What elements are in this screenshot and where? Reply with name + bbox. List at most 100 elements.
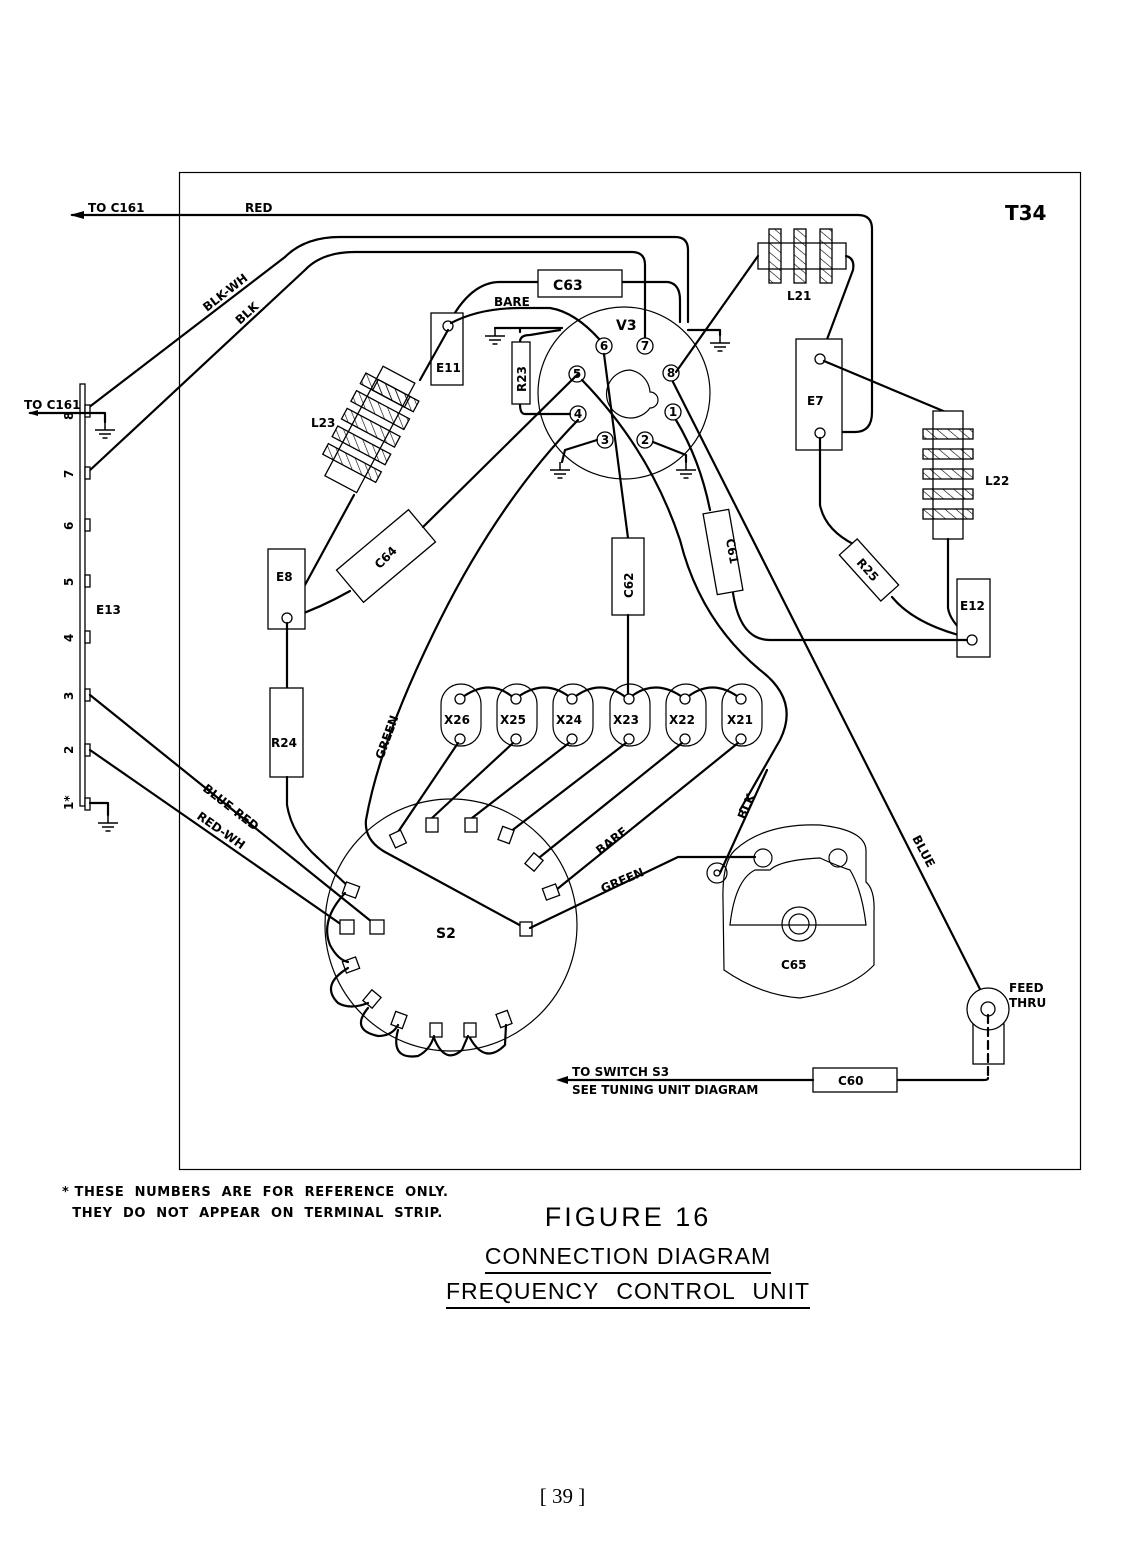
blue-red-wire: BLUE-RED: [88, 693, 374, 924]
figure-subtitle: FREQUENCY CONTROL UNIT: [440, 1278, 816, 1309]
diagram-label: S2: [436, 926, 456, 942]
v3-tube-socket: V3 1 2 3 4 5 6 7 8: [484, 306, 731, 480]
diagram-label: X24: [556, 713, 582, 727]
bare-wire-top: BARE: [449, 295, 602, 342]
footnote-line-1: * THESE NUMBERS ARE FOR REFERENCE ONLY.: [62, 1185, 449, 1200]
terminal-strip-e13: 1* 2 3 4 5 6 7 8 E13 TO C161: [24, 383, 121, 832]
diagram-label: C65: [781, 958, 807, 972]
diagram-label: X23: [613, 713, 639, 727]
diagram-label: 8: [667, 366, 675, 380]
pin5-wire: [580, 378, 788, 812]
diagram-label: 5: [62, 578, 76, 586]
footnote: * THESE NUMBERS ARE FOR REFERENCE ONLY. …: [62, 1182, 449, 1224]
arrow-left-icon: [556, 1076, 568, 1084]
ground-icon: [675, 461, 697, 479]
arrow-left-icon: [70, 211, 84, 219]
diagram-label: X26: [444, 713, 470, 727]
diagram-label: L21: [787, 289, 811, 303]
to-switch-label: TO SWITCH S3: [572, 1065, 669, 1079]
crystal-x25: X25: [496, 683, 538, 747]
diagram-label: 2: [62, 746, 76, 754]
diagram-label: E7: [807, 394, 824, 408]
figure-title: CONNECTION DIAGRAM: [440, 1243, 816, 1274]
figure-title-text: CONNECTION DIAGRAM: [484, 1243, 772, 1274]
l21-coil: L21: [674, 228, 855, 374]
e13-label: E13: [96, 603, 121, 617]
diagram-label: 3: [62, 692, 76, 700]
diagram-label: BARE: [593, 824, 630, 857]
diagram-label: X21: [727, 713, 753, 727]
ground-icon: [97, 814, 119, 832]
r23-resistor: R23: [511, 328, 562, 405]
diagram-label: THRU: [1009, 996, 1046, 1010]
diagram-label: E11: [436, 361, 461, 375]
diagram-label: BARE: [494, 295, 530, 309]
figure-number: FIGURE 16: [544, 1202, 712, 1232]
to-c161-left-label: TO C161: [24, 398, 80, 412]
page-number: [ 39 ]: [539, 1484, 586, 1508]
red-wh-wire: RED-WH: [88, 748, 344, 927]
chassis-frame: [178, 171, 1082, 1171]
diagram-label: FEED: [1009, 981, 1044, 995]
diagram-label: 4: [574, 407, 582, 421]
diagram-label: R23: [515, 366, 529, 392]
arrow-left-icon: [28, 410, 38, 416]
bare-wire-right: BARE: [593, 824, 630, 857]
e11-terminal: E11: [430, 312, 464, 386]
ground-icon: [94, 421, 116, 439]
c60-capacitor: C60 TO SWITCH S3 SEE TUNING UNIT DIAGRAM: [556, 1065, 990, 1097]
c62-capacitor: C62: [602, 352, 645, 700]
c65-variable-capacitor: C65: [706, 824, 875, 999]
diagram-label: GREEN: [373, 713, 402, 761]
diagram-label: 7: [62, 470, 76, 478]
diagram-label: 2: [641, 433, 649, 447]
see-tuning-label: SEE TUNING UNIT DIAGRAM: [572, 1083, 758, 1097]
crystal-x21: X21: [721, 683, 763, 747]
crystal-x26: X26: [440, 683, 482, 747]
e12-terminal: E12: [956, 578, 991, 658]
diagram-label: E12: [960, 599, 985, 613]
diagram-label: 8: [62, 412, 76, 420]
diagram-label: X25: [500, 713, 526, 727]
crystal-row: X26 X25 X24 X23 X22 X21: [396, 683, 763, 892]
diagram-label: C60: [838, 1074, 864, 1088]
to-c161-top-label: TO C161: [88, 201, 144, 215]
r24-resistor: R24: [269, 687, 352, 890]
diagram-label: L23: [311, 416, 335, 430]
diagram-label: R24: [271, 736, 297, 750]
diagram-label: 6: [62, 522, 76, 530]
tube-pins: 1 2 3 4 5 6 7 8: [568, 337, 682, 449]
diagram-label: 1*: [62, 795, 76, 810]
diagram-label: C63: [553, 278, 583, 294]
ground-icon: [484, 327, 506, 345]
diagram-label: 1: [669, 405, 677, 419]
l23-coil: L23: [285, 328, 450, 620]
r25-resistor: R25: [838, 538, 972, 640]
e7-terminal: E7: [795, 338, 950, 547]
red-wire: TO C161 RED: [70, 201, 874, 434]
diagram-label: L22: [985, 474, 1009, 488]
ground-icon: [549, 461, 571, 479]
crystal-x22: X22: [665, 683, 707, 747]
crystal-x24: X24: [552, 683, 594, 747]
diagram-label: V3: [616, 318, 637, 334]
diagram-label: C62: [622, 572, 636, 598]
l22-coil: L22: [922, 410, 1009, 640]
diagram-label: C61: [723, 537, 741, 565]
s2-switch: S2: [324, 798, 578, 1058]
e8-terminal: E8: [267, 548, 306, 690]
diagram-label: BLUE: [909, 833, 937, 870]
red-wire-label: RED: [245, 201, 272, 215]
diagram-label: X22: [669, 713, 695, 727]
diagram-label: 6: [600, 339, 608, 353]
crystal-x23: X23: [609, 683, 651, 747]
c64-capacitor: C64: [288, 372, 580, 620]
ground-icon: [709, 334, 731, 352]
c61-capacitor: C61: [674, 418, 969, 642]
diagram-label: 3: [601, 433, 609, 447]
diagram-label: GREEN: [599, 865, 646, 896]
figure-subtitle-text: FREQUENCY CONTROL UNIT: [445, 1278, 811, 1309]
feed-thru: FEED THRU: [966, 981, 1046, 1080]
diagram-label: E8: [276, 570, 293, 584]
